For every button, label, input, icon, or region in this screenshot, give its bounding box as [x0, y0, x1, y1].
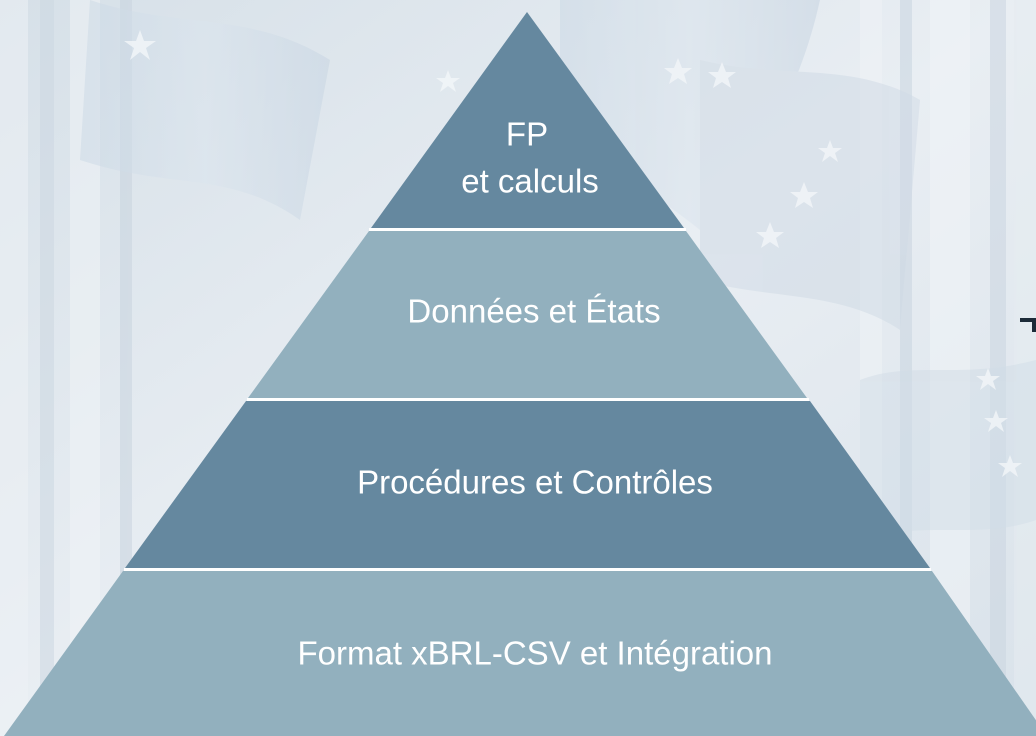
pyramid-layer-1: [371, 12, 684, 228]
pyramid-layer-3-label: Procédures et Contrôles: [357, 464, 713, 501]
pyramid-layer-4-label: Format xBRL-CSV et Intégration: [297, 635, 772, 672]
pyramid-layer-2-label: Données et États: [407, 293, 660, 330]
pyramid-layer-3: [125, 401, 930, 568]
pyramid: FP et calculs Données et États Procédure…: [4, 12, 1036, 736]
pyramid-layer-1-label-line-1: FP: [506, 116, 548, 153]
pyramid-layer-2: [248, 231, 807, 398]
pyramid-layer-4: [4, 571, 1036, 736]
pyramid-layer-1-label-line-2: et calculs: [461, 163, 599, 200]
edge-mark: [1020, 318, 1036, 322]
edge-mark: [1032, 318, 1036, 332]
